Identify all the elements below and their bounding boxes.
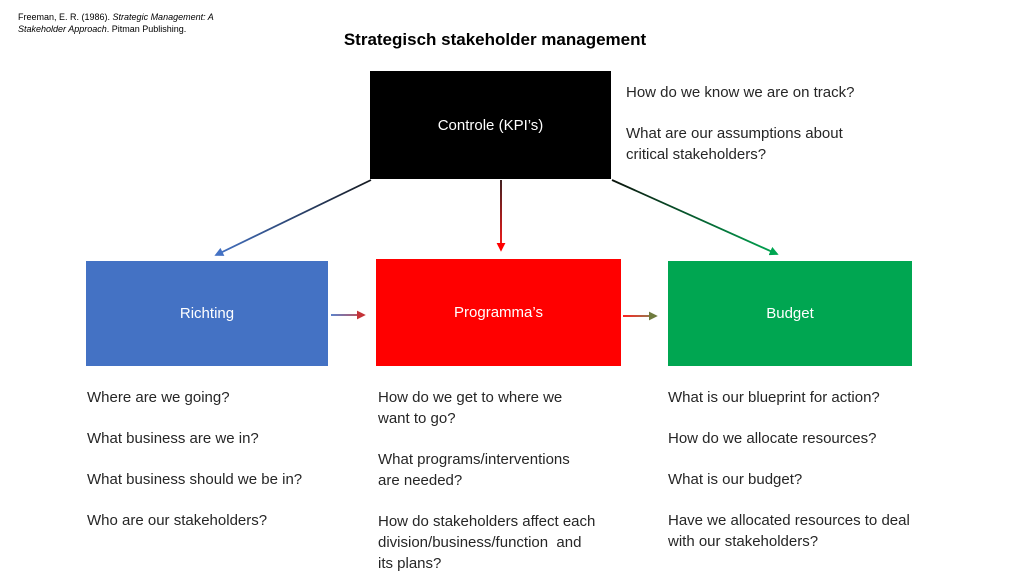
box-programmas: Programma’s xyxy=(376,259,621,366)
question-line: What is our budget? xyxy=(668,471,803,488)
question-line: Have we allocated resources to deal xyxy=(668,512,910,529)
arrow-controle-to-richting xyxy=(214,179,372,256)
box-programmas-label: Programma’s xyxy=(454,304,543,321)
question-line: are needed? xyxy=(378,472,463,489)
question-paragraph: Where are we going? xyxy=(87,387,377,408)
question-paragraph: Have we allocated resources to deal with… xyxy=(668,510,998,552)
question-paragraph: What are our assumptions about critical … xyxy=(626,123,956,165)
question-paragraph: How do we allocate resources? xyxy=(668,428,998,449)
citation-line-2: Stakeholder Approach. Pitman Publishing. xyxy=(18,24,187,34)
citation: Freeman, E. R. (1986). Strategic Managem… xyxy=(18,11,214,35)
question-paragraph: Who are our stakeholders? xyxy=(87,510,377,531)
box-controle-label: Controle (KPI’s) xyxy=(437,116,544,134)
slide-title: Strategisch stakeholder management xyxy=(343,30,647,49)
question-line: critical stakeholders? xyxy=(626,146,767,163)
question-paragraph: What is our blueprint for action? xyxy=(668,387,998,408)
question-line: with our stakeholders? xyxy=(668,533,819,550)
question-paragraph: How do we know we are on track? xyxy=(626,82,956,103)
question-line: What business are we in? xyxy=(87,430,259,447)
question-paragraph: How do we get to where we want to go? xyxy=(378,387,648,429)
question-line: What are our assumptions about xyxy=(626,125,843,142)
question-line: What is our blueprint for action? xyxy=(668,389,880,406)
box-richting-label: Richting xyxy=(179,305,235,322)
arrow-controle-to-budget xyxy=(611,179,779,256)
questions-budget: What is our blueprint for action? How do… xyxy=(668,387,998,572)
question-paragraph: What programs/interventions are needed? xyxy=(378,449,648,491)
citation-line-1: Freeman, E. R. (1986). Strategic Managem… xyxy=(18,12,214,22)
question-line: How do stakeholders affect each xyxy=(378,513,596,530)
questions-controle: How do we know we are on track? What are… xyxy=(626,82,956,185)
question-paragraph: What business should we be in? xyxy=(87,469,377,490)
questions-richting: Where are we going? What business are we… xyxy=(87,387,377,551)
question-line: division/business/function and xyxy=(378,534,582,551)
question-line: Where are we going? xyxy=(87,389,230,406)
question-line: What programs/interventions xyxy=(378,451,570,468)
question-line: What business should we be in? xyxy=(87,471,303,488)
question-line: its plans? xyxy=(378,555,442,572)
question-line: Who are our stakeholders? xyxy=(87,512,268,529)
question-paragraph: How do stakeholders affect each division… xyxy=(378,511,648,574)
question-line: want to go? xyxy=(378,410,456,427)
question-line: How do we allocate resources? xyxy=(668,430,877,447)
box-budget: Budget xyxy=(668,261,912,366)
question-line: How do we know we are on track? xyxy=(626,84,855,101)
box-richting: Richting xyxy=(86,261,328,366)
box-controle: Controle (KPI’s) xyxy=(370,71,611,179)
box-budget-label: Budget xyxy=(766,305,814,322)
questions-programmas: How do we get to where we want to go? Wh… xyxy=(378,387,648,576)
question-paragraph: What business are we in? xyxy=(87,428,377,449)
question-paragraph: What is our budget? xyxy=(668,469,998,490)
question-line: How do we get to where we xyxy=(378,389,563,406)
